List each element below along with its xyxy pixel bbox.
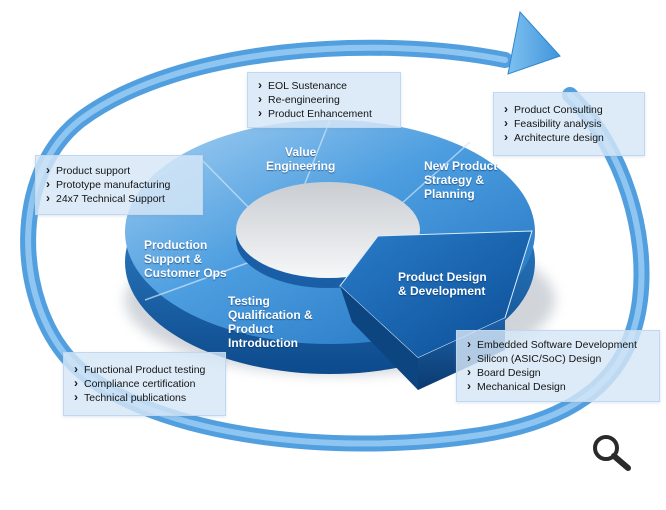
segment-line: Testing <box>228 294 270 308</box>
box-product-support: Product support Prototype manufacturing … <box>35 155 203 215</box>
segment-value-engineering: Value Engineering <box>266 145 335 173</box>
box-eol: EOL Sustenance Re-engineering Product En… <box>247 72 401 128</box>
box-testing: Functional Product testing Compliance ce… <box>63 352 226 416</box>
list-item: EOL Sustenance <box>252 78 396 93</box>
list-item: Compliance certification <box>68 376 221 391</box>
list-item: Feasibility analysis <box>498 116 640 131</box>
segment-line: Strategy & <box>424 173 485 187</box>
list-item: Technical publications <box>68 390 221 405</box>
segment-line: Product Design <box>398 270 487 284</box>
segment-line: Engineering <box>266 159 336 173</box>
list-item: Functional Product testing <box>68 362 221 377</box>
segment-line: Value <box>284 145 317 159</box>
list-item: Product support <box>40 163 198 178</box>
list-item: Prototype manufacturing <box>40 177 198 192</box>
segment-line: Qualification & <box>228 308 313 322</box>
box-embedded: Embedded Software Development Silicon (A… <box>456 330 660 402</box>
segment-production-support: Production Support & Customer Ops <box>144 238 227 280</box>
list-item: Architecture design <box>498 130 640 145</box>
list-item: Board Design <box>461 365 655 380</box>
list-item: Embedded Software Development <box>461 337 655 352</box>
segment-line: New Product <box>424 159 498 173</box>
box-consulting: Product Consulting Feasibility analysis … <box>493 92 645 156</box>
zoom-button[interactable] <box>588 432 638 472</box>
segment-line: Introduction <box>228 336 298 350</box>
segment-testing: Testing Qualification & Product Introduc… <box>228 294 313 350</box>
segment-line: Support & <box>144 252 202 266</box>
list-item: Re-engineering <box>252 92 396 107</box>
segment-line: Production <box>144 238 208 252</box>
list-item: Product Enhancement <box>252 106 396 121</box>
segment-line: & Development <box>398 284 486 298</box>
list-item: 24x7 Technical Support <box>40 191 198 206</box>
list-item: Silicon (ASIC/SoC) Design <box>461 351 655 366</box>
segment-product-design: Product Design & Development <box>398 270 487 298</box>
segment-line: Planning <box>424 187 475 201</box>
magnifier-icon <box>593 435 631 471</box>
segment-line: Product <box>228 322 274 336</box>
segment-new-product-strategy: New Product Strategy & Planning <box>424 159 497 201</box>
segment-line: Customer Ops <box>144 266 227 280</box>
list-item: Product Consulting <box>498 102 640 117</box>
list-item: Mechanical Design <box>461 379 655 394</box>
